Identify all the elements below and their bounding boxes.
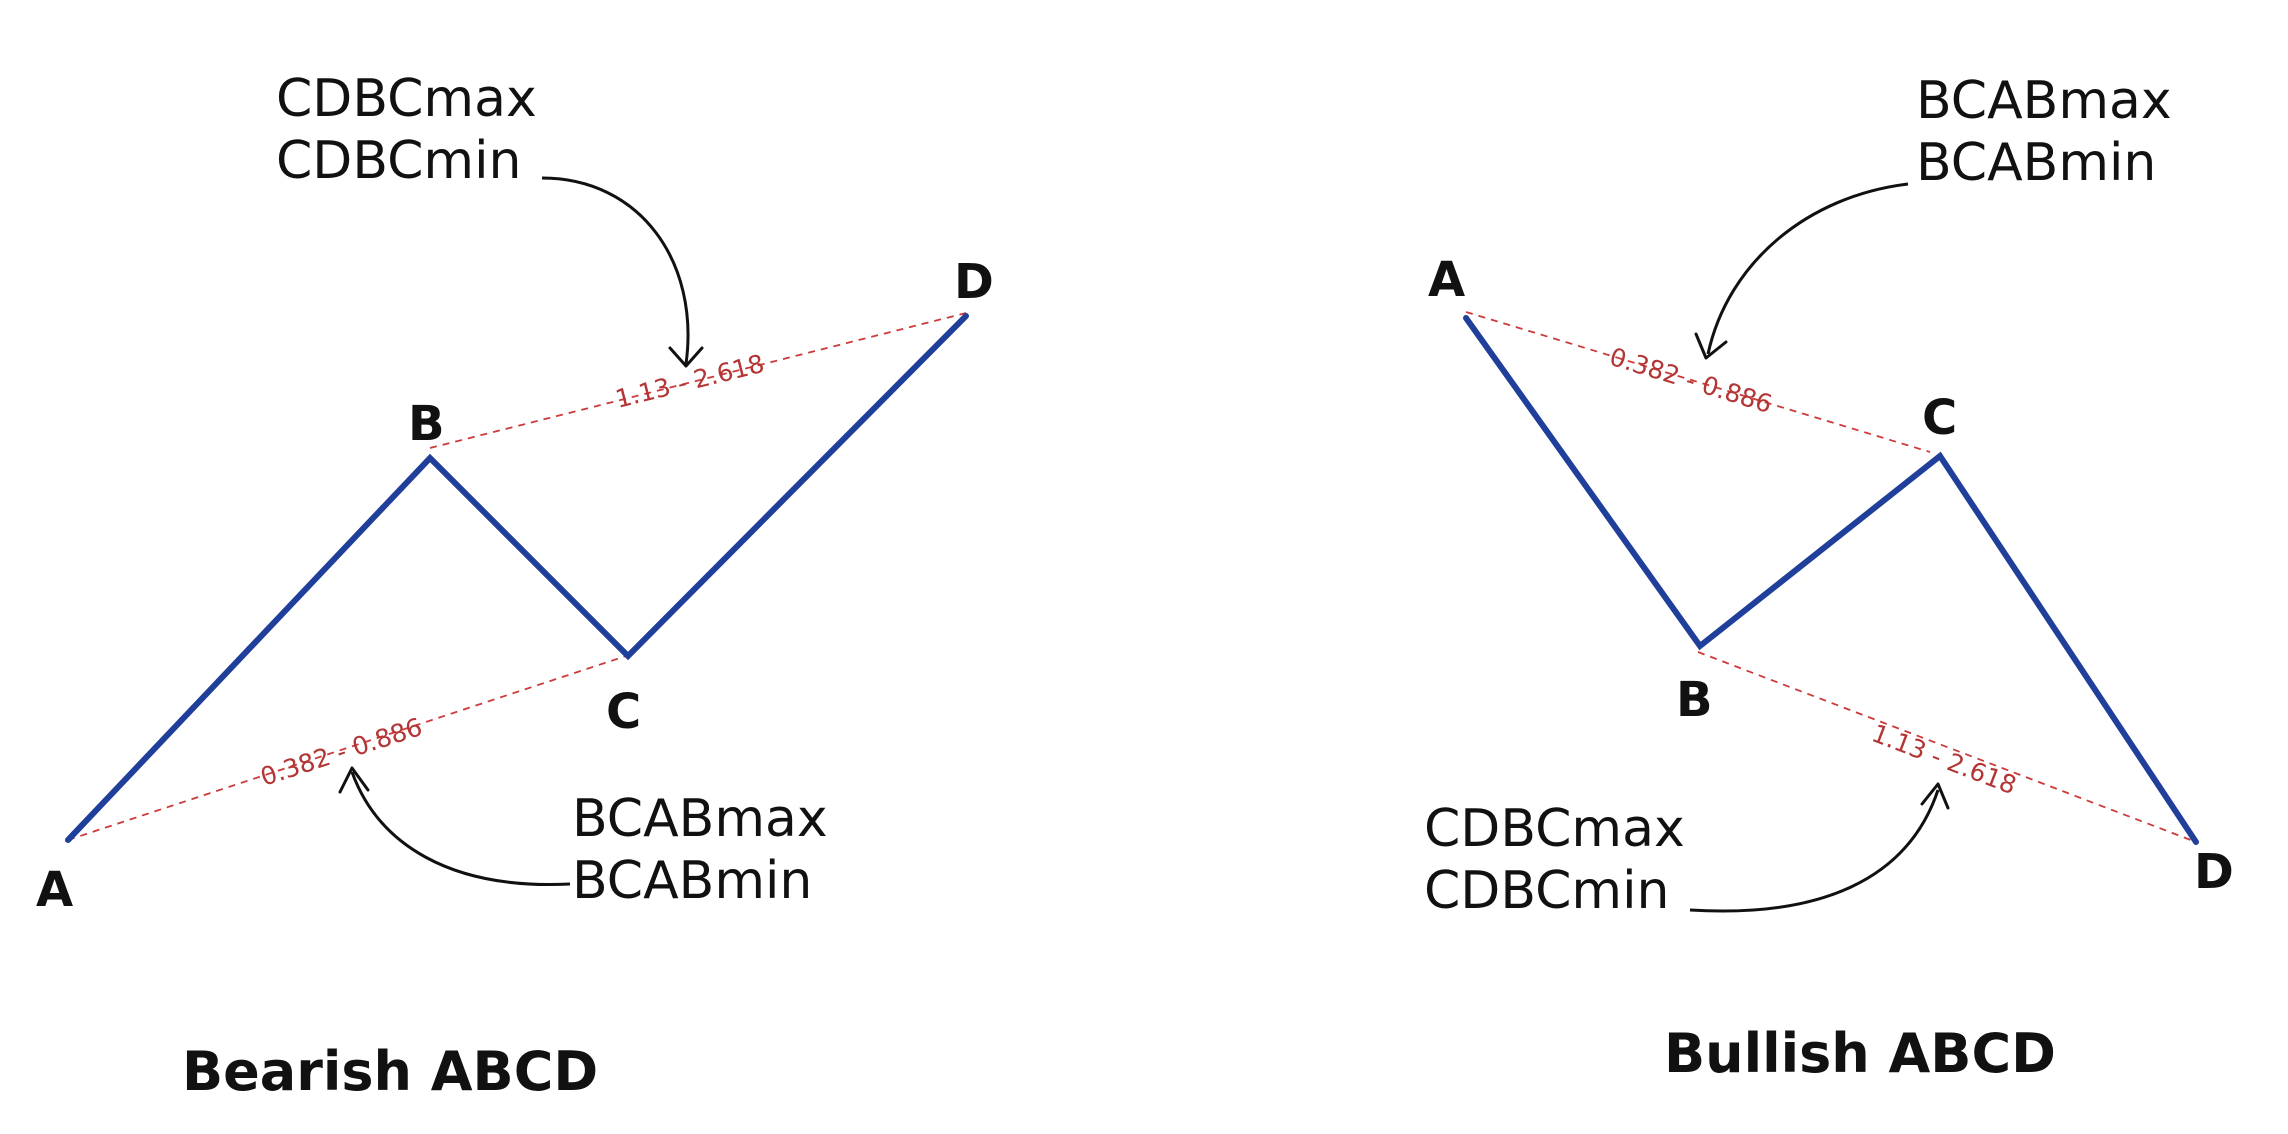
bullish-bc-ab-min-label: BCABmin xyxy=(1916,133,2156,193)
bullish-cd-ratio-label: 1.13 - 2.618 xyxy=(1868,719,2020,801)
bullish-pattern: A B C D 0.382 - 0.886 1.13 - 2.618 BCABm… xyxy=(1424,71,2234,1085)
bullish-caption: Bullish ABCD xyxy=(1664,1022,2056,1085)
bearish-abcd-line xyxy=(65,313,969,843)
bearish-caption: Bearish ABCD xyxy=(182,1040,598,1103)
bullish-bc-ab-max-label: BCABmax xyxy=(1916,71,2172,131)
bullish-abcd-line xyxy=(1463,315,2199,845)
bullish-bd-ratio-line xyxy=(1697,651,2197,843)
bullish-cd-bc-min-label: CDBCmin xyxy=(1424,861,1669,921)
bullish-bc-arrow-head xyxy=(1694,332,1728,360)
bearish-cd-bc-min-label: CDBCmin xyxy=(276,131,521,191)
bearish-point-a-label: A xyxy=(36,862,73,918)
bearish-cd-bc-max-label: CDBCmax xyxy=(276,69,537,129)
bullish-ac-ratio-line xyxy=(1465,311,1931,453)
bearish-cd-arrow xyxy=(541,176,690,365)
bullish-point-a-label: A xyxy=(1428,252,1465,308)
bullish-cd-arrow xyxy=(1689,789,1940,913)
bullish-cd-bc-max-label: CDBCmax xyxy=(1424,799,1685,859)
bearish-pattern: A B C D 0.382 - 0.886 1.13 - 2.618 CDBCm… xyxy=(36,69,994,1103)
bearish-ac-ratio-line xyxy=(67,655,627,841)
bearish-cd-ratio-label: 1.13 - 2.618 xyxy=(612,349,767,414)
bullish-point-c-label: C xyxy=(1922,390,1957,446)
bearish-bc-ratio-label: 0.382 - 0.886 xyxy=(257,712,426,792)
bearish-cd-arrow-head xyxy=(668,346,704,368)
bearish-point-d-label: D xyxy=(954,254,994,310)
bullish-cd-arrow-head xyxy=(1920,782,1950,810)
bullish-bc-arrow xyxy=(1706,182,1909,355)
bullish-point-d-label: D xyxy=(2194,844,2234,900)
bearish-bc-arrow xyxy=(350,771,571,887)
bullish-point-b-label: B xyxy=(1676,672,1713,728)
bearish-point-c-label: C xyxy=(606,684,641,740)
bearish-bc-ab-min-label: BCABmin xyxy=(572,851,812,911)
bullish-bc-ratio-label: 0.382 - 0.886 xyxy=(1606,342,1775,419)
bearish-point-b-label: B xyxy=(408,396,445,452)
bearish-bc-arrow-head xyxy=(338,766,370,794)
bearish-bc-ab-max-label: BCABmax xyxy=(572,789,828,849)
bearish-bd-ratio-line xyxy=(429,311,971,449)
